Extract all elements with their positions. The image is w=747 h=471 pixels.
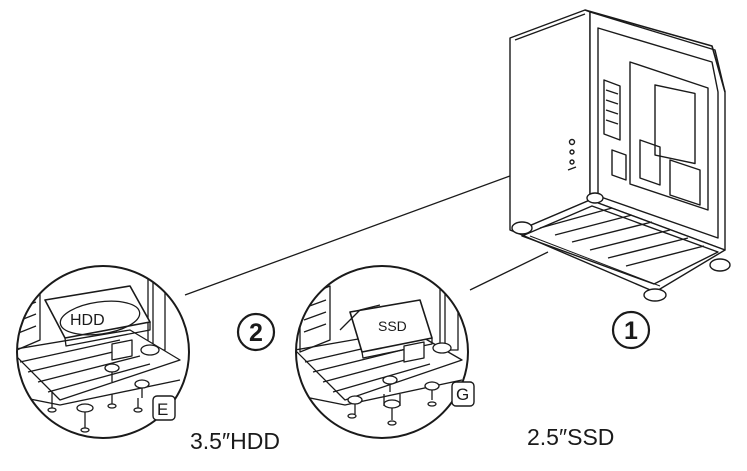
ssd-screw-tag-box [451, 381, 475, 407]
step-marker-1: 1 [611, 310, 651, 350]
step-number-1: 1 [624, 317, 638, 345]
ssd-drive-label: SSD [378, 318, 407, 334]
hdd-caption: 3.5″HDD [190, 428, 280, 454]
hdd-screw-tag: E [157, 400, 168, 419]
ssd-screw-tag: G [456, 385, 469, 404]
ssd-detail-circle: SSD G [295, 265, 475, 439]
step-marker-2: 2 [236, 312, 276, 352]
step-number-2: 2 [249, 319, 263, 347]
ssd-caption: 2.5″SSD [527, 424, 614, 450]
callout-lines [184, 175, 549, 296]
pc-case-illustration [509, 9, 731, 302]
hdd-detail-circle: HDD E [16, 265, 190, 439]
hdd-drive-label: HDD [70, 312, 105, 329]
hdd-screw-tag-box [152, 395, 176, 421]
